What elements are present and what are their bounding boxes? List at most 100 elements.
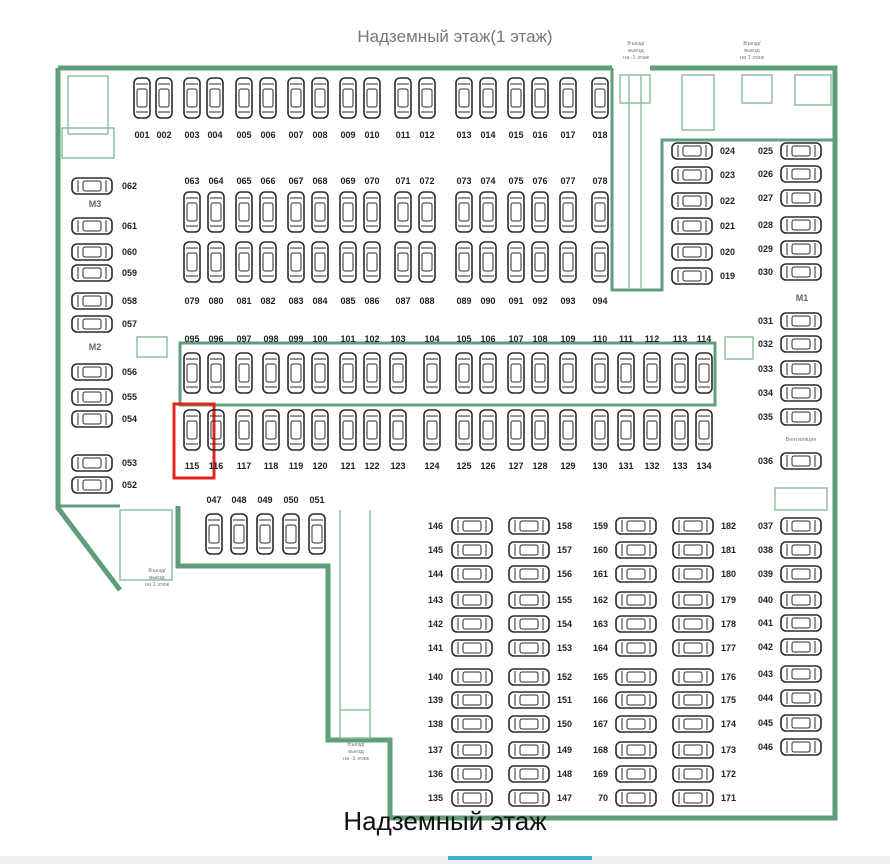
parking-spot-091[interactable]: 091	[507, 241, 525, 306]
parking-spot-063[interactable]: 063	[183, 176, 201, 233]
parking-spot-098[interactable]: 098	[262, 334, 280, 394]
parking-spot-094[interactable]: 094	[591, 241, 609, 306]
parking-spot-081[interactable]: 081	[235, 241, 253, 306]
parking-spot-110[interactable]: 110	[591, 334, 609, 394]
parking-spot-154[interactable]: 154	[508, 615, 572, 633]
parking-spot-132[interactable]: 132	[643, 409, 661, 471]
parking-spot-161[interactable]: 161	[593, 565, 657, 583]
scrollbar-thumb[interactable]	[448, 856, 592, 860]
parking-spot-001[interactable]: 001	[133, 77, 151, 140]
parking-spot-042[interactable]: 042	[758, 638, 822, 656]
parking-spot-117[interactable]: 117	[235, 409, 253, 471]
parking-spot-118[interactable]: 118	[262, 409, 280, 471]
parking-spot-175[interactable]: 175	[672, 691, 736, 709]
parking-spot-023[interactable]: 023	[671, 166, 735, 184]
parking-spot-182[interactable]: 182	[672, 517, 736, 535]
parking-spot-054[interactable]: 054	[71, 410, 137, 428]
parking-spot-128[interactable]: 128	[531, 409, 549, 471]
parking-spot-015[interactable]: 015	[507, 77, 525, 140]
parking-spot-163[interactable]: 163	[593, 615, 657, 633]
parking-spot-178[interactable]: 178	[672, 615, 736, 633]
parking-spot-090[interactable]: 090	[479, 241, 497, 306]
parking-spot-066[interactable]: 066	[259, 176, 277, 233]
parking-spot-032[interactable]: 032	[758, 335, 822, 353]
parking-spot-102[interactable]: 102	[363, 334, 381, 394]
parking-spot-166[interactable]: 166	[593, 691, 657, 709]
parking-spot-080[interactable]: 080	[207, 241, 225, 306]
parking-spot-055[interactable]: 055	[71, 388, 137, 406]
parking-spot-133[interactable]: 133	[671, 409, 689, 471]
parking-spot-089[interactable]: 089	[455, 241, 473, 306]
parking-spot-012[interactable]: 012	[418, 77, 436, 140]
parking-spot-151[interactable]: 151	[508, 691, 572, 709]
parking-spot-152[interactable]: 152	[508, 668, 572, 686]
parking-spot-148[interactable]: 148	[508, 765, 572, 783]
parking-spot-138[interactable]: 138	[428, 715, 493, 733]
parking-spot-103[interactable]: 103	[389, 334, 407, 394]
parking-spot-160[interactable]: 160	[593, 541, 657, 559]
parking-spot-106[interactable]: 106	[479, 334, 497, 394]
parking-spot-008[interactable]: 008	[311, 77, 329, 140]
parking-spot-049[interactable]: 049	[256, 495, 274, 555]
parking-spot-016[interactable]: 016	[531, 77, 549, 140]
parking-spot-014[interactable]: 014	[479, 77, 497, 140]
parking-spot-003[interactable]: 003	[183, 77, 201, 140]
parking-spot-141[interactable]: 141	[428, 639, 493, 657]
parking-spot-044[interactable]: 044	[758, 689, 822, 707]
parking-spot-181[interactable]: 181	[672, 541, 736, 559]
parking-spot-120[interactable]: 120	[311, 409, 329, 471]
parking-spot-056[interactable]: 056	[71, 363, 137, 381]
parking-spot-095[interactable]: 095	[183, 334, 201, 394]
parking-spot-105[interactable]: 105	[455, 334, 473, 394]
parking-spot-087[interactable]: 087	[394, 241, 412, 306]
parking-spot-174[interactable]: 174	[672, 715, 736, 733]
parking-spot-124[interactable]: 124	[423, 409, 441, 471]
parking-spot-129[interactable]: 129	[559, 409, 577, 471]
parking-spot-061[interactable]: 061	[71, 217, 137, 235]
parking-spot-092[interactable]: 092	[531, 241, 549, 306]
parking-spot-045[interactable]: 045	[758, 714, 822, 732]
parking-spot-018[interactable]: 018	[591, 77, 609, 140]
parking-spot-082[interactable]: 082	[259, 241, 277, 306]
parking-spot-150[interactable]: 150	[508, 715, 572, 733]
parking-spot-126[interactable]: 126	[479, 409, 497, 471]
parking-spot-065[interactable]: 065	[235, 176, 253, 233]
parking-spot-093[interactable]: 093	[559, 241, 577, 306]
parking-spot-114[interactable]: 114	[695, 334, 713, 394]
parking-spot-134[interactable]: 134	[695, 409, 713, 471]
parking-spot-017[interactable]: 017	[559, 77, 577, 140]
parking-spot-007[interactable]: 007	[287, 77, 305, 140]
parking-spot-079[interactable]: 079	[183, 241, 201, 306]
parking-spot-022[interactable]: 022	[671, 192, 735, 210]
parking-spot-159[interactable]: 159	[593, 517, 657, 535]
parking-spot-077[interactable]: 077	[559, 176, 577, 233]
parking-spot-005[interactable]: 005	[235, 77, 253, 140]
parking-spot-136[interactable]: 136	[428, 765, 493, 783]
parking-spot-035[interactable]: 035	[758, 408, 822, 426]
parking-spot-053[interactable]: 053	[71, 454, 137, 472]
parking-spot-146[interactable]: 146	[428, 517, 493, 535]
parking-spot-131[interactable]: 131	[617, 409, 635, 471]
parking-spot-059[interactable]: 059	[71, 264, 137, 282]
parking-spot-108[interactable]: 108	[531, 334, 549, 394]
parking-spot-085[interactable]: 085	[339, 241, 357, 306]
parking-spot-021[interactable]: 021	[671, 217, 735, 235]
parking-spot-173[interactable]: 173	[672, 741, 736, 759]
parking-spot-062[interactable]: 062	[71, 177, 137, 195]
parking-spot-113[interactable]: 113	[671, 334, 689, 394]
parking-spot-048[interactable]: 048	[230, 495, 248, 555]
parking-spot-176[interactable]: 176	[672, 668, 736, 686]
parking-spot-033[interactable]: 033	[758, 360, 822, 378]
parking-spot-058[interactable]: 058	[71, 292, 137, 310]
parking-spot-028[interactable]: 028	[758, 216, 822, 234]
parking-spot-013[interactable]: 013	[455, 77, 473, 140]
parking-spot-041[interactable]: 041	[758, 614, 822, 632]
parking-spot-104[interactable]: 104	[423, 334, 441, 394]
parking-spot-172[interactable]: 172	[672, 765, 736, 783]
parking-spot-112[interactable]: 112	[643, 334, 661, 394]
parking-spot-135[interactable]: 135	[428, 789, 493, 807]
parking-spot-068[interactable]: 068	[311, 176, 329, 233]
parking-spot-034[interactable]: 034	[758, 384, 822, 402]
parking-spot-168[interactable]: 168	[593, 741, 657, 759]
parking-spot-157[interactable]: 157	[508, 541, 572, 559]
